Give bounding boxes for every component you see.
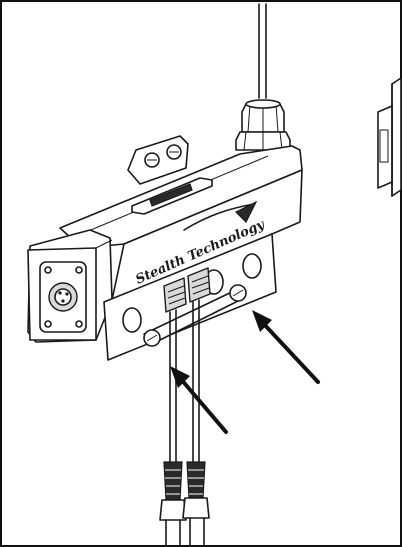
arrow-head-icon [252, 310, 272, 332]
label-recess [131, 177, 213, 215]
strain-relief-boots [159, 461, 210, 546]
arrow-head-icon [170, 366, 190, 388]
end-cap [27, 229, 113, 343]
callout-arrow-upper [252, 310, 320, 384]
cable-gland [235, 99, 291, 151]
screw-icon [44, 320, 52, 328]
fiber-cables [169, 299, 200, 463]
screw-icon [44, 266, 52, 274]
logo-arrow-icon [234, 200, 258, 224]
top-cable [258, 3, 267, 99]
second-device-partial [377, 77, 402, 197]
screw-icon [75, 320, 83, 328]
mounting-tab [127, 135, 189, 185]
retaining-clamp [143, 284, 247, 347]
fiber-connectors [163, 267, 211, 313]
screw-icon [75, 266, 83, 274]
callout-arrow-lower [170, 366, 228, 434]
